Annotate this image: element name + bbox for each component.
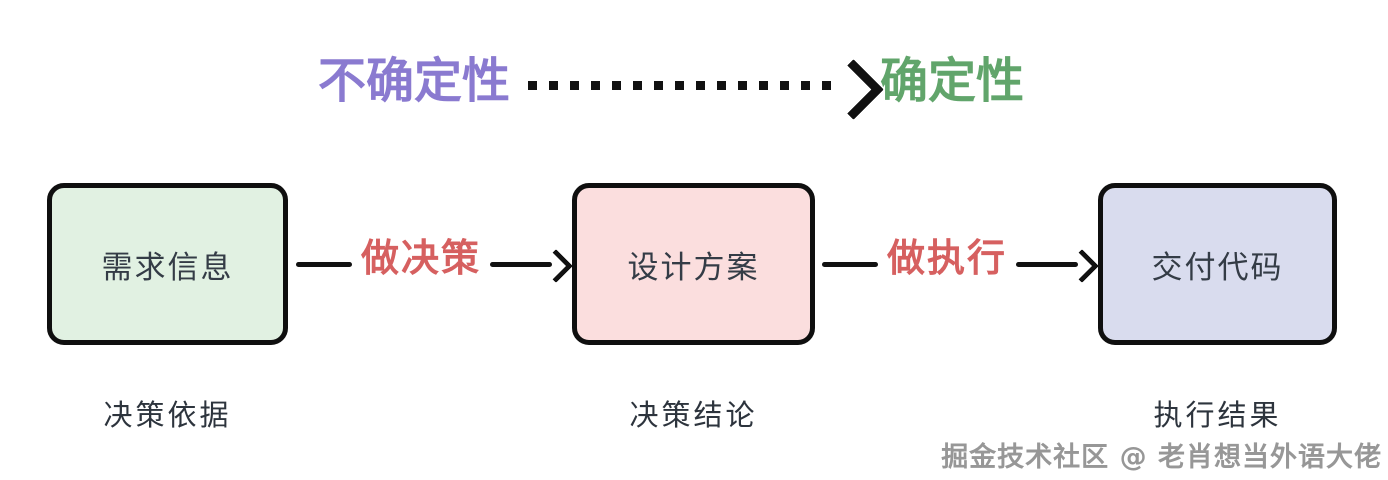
edge-line (1016, 262, 1078, 267)
node-label: 交付代码 (1151, 249, 1284, 286)
edge-line (296, 262, 352, 267)
dotted-arrow-line (528, 81, 840, 90)
node-requirements: 需求信息 (47, 183, 288, 345)
edge-line (490, 262, 552, 267)
node-delivery: 交付代码 (1098, 183, 1337, 345)
caption-execution-result: 执行结果 (1153, 398, 1282, 432)
watermark: 掘金技术社区 @ 老肖想当外语大佬 (941, 442, 1382, 473)
arrow-head-icon (1065, 249, 1099, 283)
node-label: 需求信息 (101, 249, 234, 286)
uncertainty-label: 不确定性 (318, 53, 511, 109)
node-design: 设计方案 (572, 183, 815, 345)
arrow-head-icon (539, 249, 573, 283)
arrow-head-icon (823, 59, 884, 120)
caption-decision-basis: 决策依据 (103, 398, 232, 432)
edge-label-decide: 做决策 (360, 236, 481, 280)
certainty-label: 确定性 (880, 53, 1025, 109)
edge-line (822, 262, 878, 267)
caption-decision-conclusion: 决策结论 (629, 398, 758, 432)
node-label: 设计方案 (627, 249, 760, 286)
edge-label-execute: 做执行 (886, 236, 1007, 280)
